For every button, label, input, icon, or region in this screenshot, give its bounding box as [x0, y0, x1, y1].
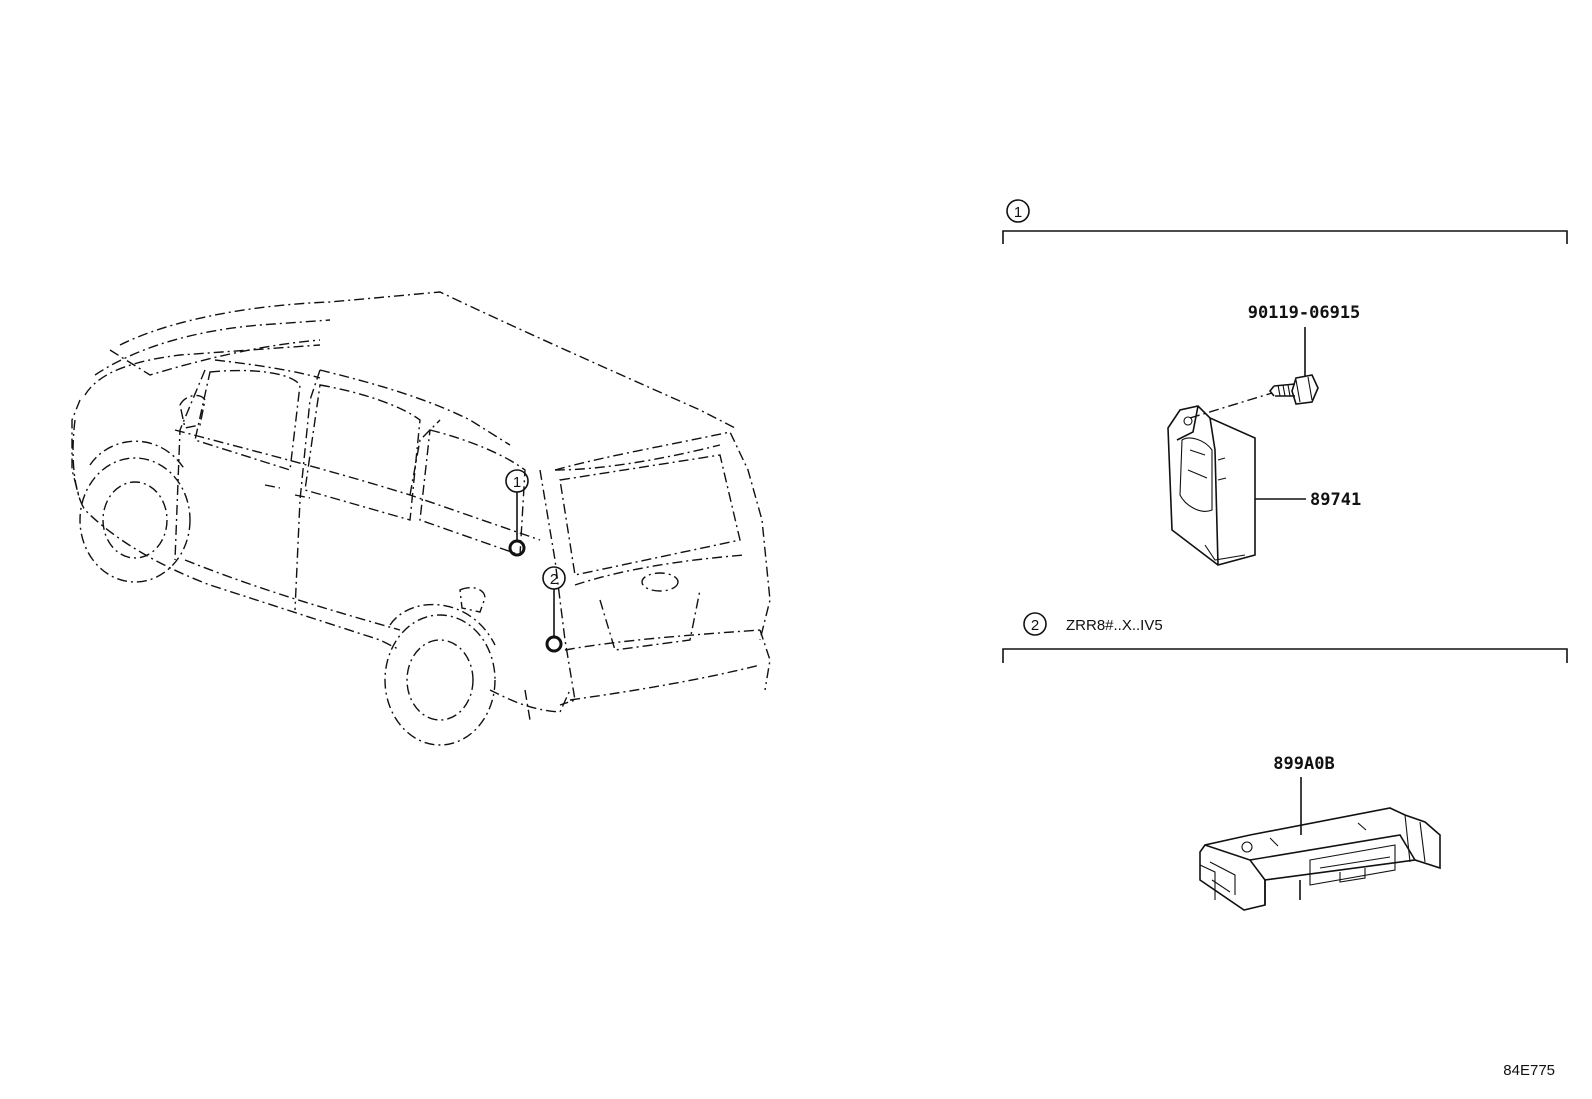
svg-text:1: 1 — [513, 474, 521, 491]
bolt-part-number: 90119-06915 — [1248, 303, 1361, 323]
section-2-condition: ZRR8#..X..IV5 — [1066, 617, 1163, 634]
sensor-part: 899A0B — [1199, 754, 1441, 911]
svg-text:2: 2 — [550, 571, 558, 588]
vehicle-callout-2: 2 — [542, 566, 566, 653]
control-module-part: 89741 — [1167, 392, 1361, 566]
bolt-part: 90119-06915 — [1248, 303, 1361, 405]
module-part-number: 89741 — [1310, 490, 1361, 510]
svg-text:2: 2 — [1031, 617, 1039, 634]
vehicle-illustration — [71, 291, 771, 746]
sensor-part-number: 899A0B — [1273, 754, 1334, 774]
svg-text:1: 1 — [1014, 204, 1022, 221]
vehicle-callout-1: 1 — [505, 469, 529, 557]
section-2-header: 2 ZRR8#..X..IV5 — [1002, 612, 1568, 663]
section-1-header: 1 — [1002, 199, 1568, 244]
diagram-id: 84E775 — [1503, 1062, 1555, 1079]
